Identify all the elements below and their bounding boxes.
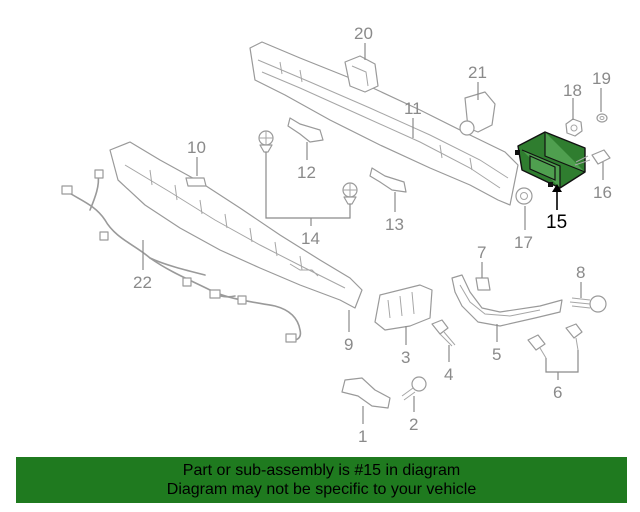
- parts-diagram: 20 21 11 18 19 16 17 15 10 12 13 14 22 9…: [61, 24, 612, 446]
- callout-10: 10: [187, 138, 206, 157]
- info-banner: Part or sub-assembly is #15 in diagram D…: [16, 457, 627, 503]
- callout-6: 6: [553, 383, 562, 402]
- callout-18: 18: [563, 81, 582, 100]
- part-5-trim-strip[interactable]: [451, 274, 563, 327]
- part-15-bracket-highlighted[interactable]: [515, 131, 586, 189]
- part-7-clip[interactable]: [475, 277, 491, 291]
- callout-21: 21: [468, 63, 487, 82]
- part-6-screws[interactable]: [527, 323, 583, 359]
- part-19-washer[interactable]: [596, 113, 608, 123]
- part-12-bracket[interactable]: [287, 117, 324, 143]
- callout-12: 12: [297, 163, 316, 182]
- banner-line-1: Part or sub-assembly is #15 in diagram: [182, 462, 461, 479]
- callout-5: 5: [492, 345, 501, 364]
- callout-8: 8: [576, 263, 585, 282]
- callout-17: 17: [514, 233, 533, 252]
- part-10-clip[interactable]: [185, 177, 207, 187]
- callout-4: 4: [444, 365, 453, 384]
- part-3-side-bracket[interactable]: [374, 284, 433, 331]
- part-11-reinforcement-beam[interactable]: [249, 41, 519, 206]
- part-21-parking-sensor[interactable]: [459, 91, 496, 136]
- part-4-bolt[interactable]: [431, 319, 456, 347]
- callout-15: 15: [546, 212, 567, 233]
- part-16-bolt[interactable]: [574, 149, 611, 166]
- leader-lines: [142, 43, 604, 424]
- callout-22: 22: [133, 273, 152, 292]
- callout-labels: 20 21 11 18 19 16 17 15 10 12 13 14 22 9…: [133, 24, 612, 446]
- part-18-nut[interactable]: [565, 118, 583, 137]
- part-20-sensor-bracket[interactable]: [344, 55, 379, 93]
- callout-9: 9: [344, 335, 353, 354]
- callout-14: 14: [301, 229, 320, 248]
- callout-19: 19: [592, 69, 611, 88]
- callout-7: 7: [477, 243, 486, 262]
- callout-2: 2: [409, 415, 418, 434]
- callout-11: 11: [404, 99, 422, 118]
- callout-20: 20: [354, 24, 373, 43]
- callout-1: 1: [358, 427, 367, 446]
- part-1-bracket[interactable]: [341, 377, 391, 409]
- callout-16: 16: [593, 183, 612, 202]
- part-22-wiring-harness[interactable]: [61, 169, 302, 343]
- callout-13: 13: [385, 215, 404, 234]
- banner-line-2: Diagram may not be specific to your vehi…: [166, 481, 477, 498]
- part-14-push-clips[interactable]: [258, 130, 358, 205]
- part-8-screw[interactable]: [569, 295, 607, 313]
- part-17-nut[interactable]: [515, 187, 533, 205]
- part-2-bolt[interactable]: [401, 376, 427, 401]
- callout-3: 3: [401, 348, 410, 367]
- part-13-bracket[interactable]: [369, 167, 407, 193]
